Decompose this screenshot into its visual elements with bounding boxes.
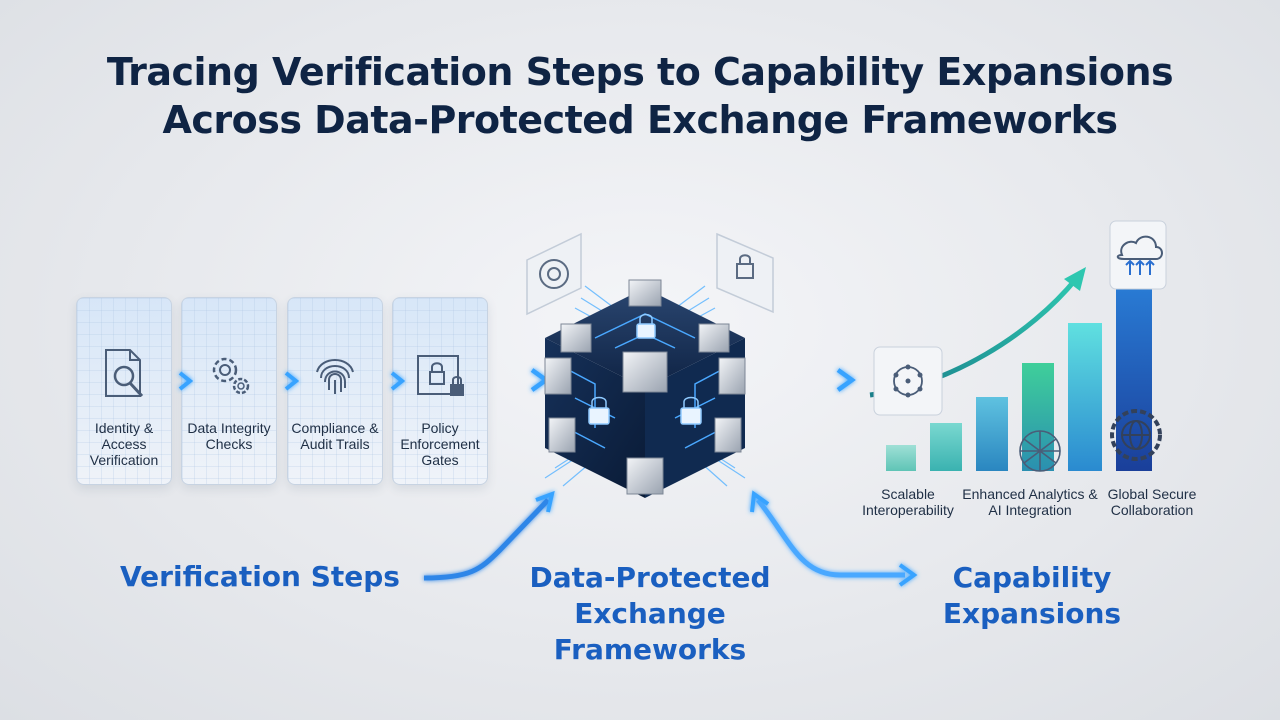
fingerprint-icon	[316, 359, 354, 394]
section-label-framework: Data-Protected Exchange Frameworks	[529, 561, 771, 666]
step-label: Compliance & Audit Trails	[291, 420, 379, 452]
cloud-upload-icon	[1109, 220, 1167, 290]
step-arrow-1	[158, 371, 194, 391]
cube-lock-icons	[588, 313, 702, 425]
verification-steps-group: Identity & Access Verification Data Inte…	[76, 297, 496, 485]
capability-bar	[976, 397, 1008, 471]
globe-chain-icon	[1110, 409, 1162, 461]
capability-chart	[869, 220, 1167, 472]
step-card-integrity: Data Integrity Checks	[181, 297, 277, 485]
step-arrow-2	[262, 371, 300, 391]
arrow-to-capabilities	[764, 368, 856, 392]
page-title: Tracing Verification Steps to Capability…	[0, 48, 1280, 144]
arrow-framework-to-capabilities	[750, 490, 918, 587]
network-icon	[873, 346, 943, 416]
step-card-policy: Policy Enforcement Gates	[392, 297, 488, 485]
section-label-verification: Verification Steps	[120, 560, 400, 593]
capability-bar	[1116, 275, 1152, 471]
capability-bar	[930, 423, 962, 471]
capability-bar	[1022, 363, 1054, 471]
capability-bar	[886, 445, 916, 471]
framework-cube	[526, 232, 774, 498]
step-arrow-3	[368, 371, 406, 391]
arrow-verification-to-framework	[423, 490, 555, 581]
title-line-1: Tracing Verification Steps to Capability…	[106, 50, 1174, 94]
capability-label-analytics: Enhanced Analytics & AI Integration	[962, 486, 1098, 518]
capability-label-collaboration: Global Secure Collaboration	[1107, 486, 1197, 518]
mesh-network-icon	[1019, 430, 1061, 472]
step-card-compliance: Compliance & Audit Trails	[287, 297, 383, 485]
target-gear-icon	[526, 232, 582, 316]
step-label: Identity & Access Verification	[89, 420, 159, 468]
padlock-icon	[417, 355, 464, 396]
step-label: Data Integrity Checks	[187, 420, 271, 452]
title-line-2: Across Data-Protected Exchange Framework…	[162, 98, 1118, 142]
section-label-capabilities: Capability Expansions	[942, 561, 1122, 630]
capability-bar	[1068, 323, 1102, 471]
step-card-identity: Identity & Access Verification	[76, 297, 172, 485]
document-search-icon	[105, 349, 144, 398]
padlock-panel-icon	[716, 232, 774, 314]
gears-icon	[212, 357, 250, 395]
step-label: Policy Enforcement Gates	[400, 420, 480, 468]
capability-label-interoperability: Scalable Interoperability	[862, 486, 954, 518]
